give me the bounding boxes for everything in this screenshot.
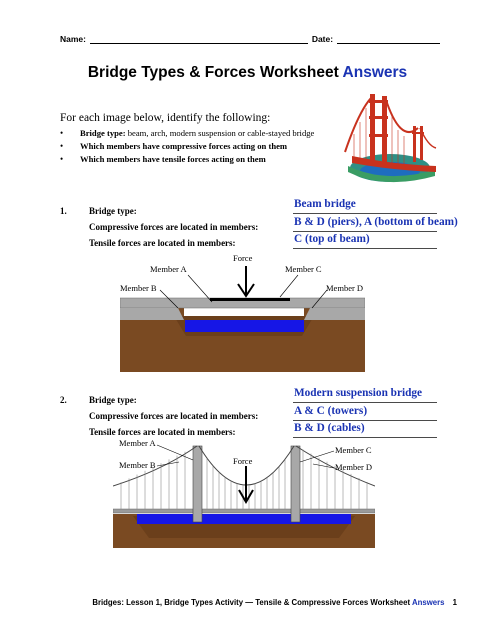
criteria-item: • Bridge type: beam, arch, modern suspens… xyxy=(60,126,360,139)
question-number: 2. xyxy=(60,395,67,405)
member-a-label: Member A xyxy=(150,264,187,274)
question-row: 1. Bridge type: xyxy=(60,206,290,218)
page-footer: Bridges: Lesson 1, Bridge Types Activity… xyxy=(42,598,457,607)
tower-left xyxy=(192,445,203,523)
criteria-item: • Which members have tensile forces actin… xyxy=(60,152,360,165)
bridge-type-answer[interactable]: Modern suspension bridge xyxy=(293,387,437,403)
member-b-label: Member B xyxy=(119,460,156,470)
tensile-answer[interactable]: B & D (cables) xyxy=(293,422,437,438)
compressive-label: Compressive forces are located in member… xyxy=(89,222,259,232)
bridge-type-label: Bridge type: xyxy=(89,395,137,405)
name-label: Name: xyxy=(60,34,86,44)
name-field[interactable] xyxy=(89,35,308,44)
bullet-icon: • xyxy=(60,140,64,151)
criteria-bold: Bridge type: xyxy=(80,127,126,138)
footer-text: Bridges: Lesson 1, Bridge Types Activity… xyxy=(92,598,411,607)
criteria-list: • Bridge type: beam, arch, modern suspens… xyxy=(60,126,360,165)
question-row: Tensile forces are located in members: xyxy=(60,427,290,439)
compressive-answer[interactable]: A & C (towers) xyxy=(293,405,437,421)
bullet-icon: • xyxy=(60,153,64,164)
water xyxy=(185,320,304,332)
member-d-label: Member D xyxy=(326,283,363,293)
title-accent: Answers xyxy=(342,64,408,81)
force-label: Force xyxy=(233,456,253,466)
bullet-icon: • xyxy=(60,127,64,138)
criteria-text: beam, arch, modern suspension or cable-s… xyxy=(125,127,315,138)
worksheet-header: Name: Date: xyxy=(60,34,440,44)
intro-text: For each image below, identify the follo… xyxy=(60,112,271,124)
question-row: Tensile forces are located in members: xyxy=(60,238,290,250)
bridge-type-label: Bridge type: xyxy=(89,206,137,216)
compressive-answer[interactable]: B & D (piers), A (bottom of beam) xyxy=(293,216,458,232)
footer-accent: Answers xyxy=(411,598,445,607)
date-field[interactable] xyxy=(337,35,440,44)
title-main: Bridge Types & Forces Worksheet xyxy=(87,64,339,81)
bridge-type-answer[interactable]: Beam bridge xyxy=(293,198,437,214)
hanger-cables xyxy=(120,449,368,509)
question-row: Compressive forces are located in member… xyxy=(60,411,290,423)
force-label: Force xyxy=(233,253,253,263)
page-number: 1 xyxy=(452,598,457,607)
member-c-label: Member C xyxy=(335,445,372,455)
compressive-label: Compressive forces are located in member… xyxy=(89,411,259,421)
criteria-bold: Which members have compressive forces ac… xyxy=(80,140,288,151)
member-a-label: Member A xyxy=(119,438,156,448)
question-row: 2. Bridge type: xyxy=(60,395,290,407)
date-label: Date: xyxy=(311,34,334,44)
bridge-deck xyxy=(113,508,375,514)
tensile-label: Tensile forces are located in members: xyxy=(89,238,236,248)
member-d-label: Member D xyxy=(335,462,372,472)
water xyxy=(137,514,351,524)
page-title: Bridge Types & Forces Worksheet Answers xyxy=(0,64,495,82)
golden-gate-bridge-illustration xyxy=(344,94,437,183)
tensile-label: Tensile forces are located in members: xyxy=(89,427,236,437)
suspension-bridge-diagram: Force Member A Member B Member C Member … xyxy=(113,438,375,548)
tower-right xyxy=(290,445,301,523)
criteria-bold: Which members have tensile forces acting… xyxy=(80,153,266,164)
question-row: Compressive forces are located in member… xyxy=(60,222,290,234)
member-c-label: Member C xyxy=(285,264,322,274)
load-bar xyxy=(210,298,290,301)
member-b-label: Member B xyxy=(120,283,157,293)
question-number: 1. xyxy=(60,206,67,216)
beam-bridge-diagram: Force Member A Member B Member C Member … xyxy=(120,253,365,372)
tensile-answer[interactable]: C (top of beam) xyxy=(293,233,437,249)
criteria-item: • Which members have compressive forces a… xyxy=(60,139,360,152)
